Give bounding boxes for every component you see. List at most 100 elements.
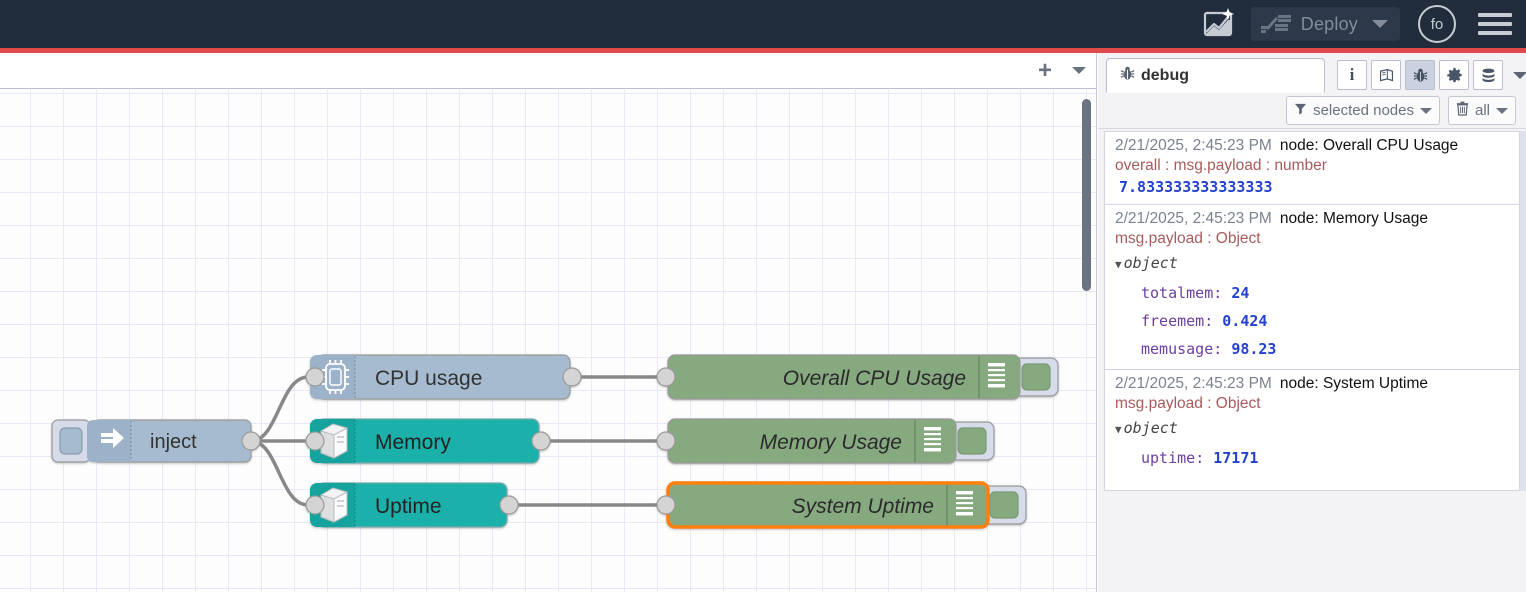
- node-uptime[interactable]: Uptime: [306, 483, 518, 527]
- deploy-icon: [1261, 13, 1295, 35]
- debug-entry-key: uptime: [1141, 449, 1195, 467]
- debug-value: 7.833333333333333: [1115, 176, 1519, 198]
- debug-source-node[interactable]: node: Overall CPU Usage: [1280, 137, 1458, 154]
- debug-filter-label: selected nodes: [1313, 102, 1414, 119]
- debug-topic: msg.payload : Object: [1115, 394, 1519, 414]
- node-label-uptime: Uptime: [375, 495, 442, 518]
- gear-icon[interactable]: [1439, 60, 1469, 90]
- avatar-initials: fo: [1431, 16, 1444, 33]
- debug-object-entry: freemem: 0.424: [1115, 307, 1519, 335]
- debug-timestamp: 2/21/2025, 2:45:23 PM: [1115, 210, 1272, 227]
- plus-icon[interactable]: +: [1032, 59, 1058, 83]
- debug-topic: msg.payload : Object: [1115, 229, 1519, 249]
- server-cube-icon: [321, 488, 347, 522]
- node-label-debug-mem: Memory Usage: [760, 431, 902, 454]
- deploy-label: Deploy: [1301, 14, 1358, 35]
- debug-entry-key: freemem: [1141, 312, 1204, 330]
- triangle-down-icon[interactable]: ▼: [1115, 258, 1122, 271]
- uptime-input-port[interactable]: [306, 496, 324, 514]
- memory-output-port[interactable]: [532, 432, 550, 450]
- debug-object-entry: totalmem: 24: [1115, 279, 1519, 307]
- debug-source-node[interactable]: node: Memory Usage: [1280, 210, 1428, 227]
- debug-input-port-up[interactable]: [657, 496, 675, 514]
- deploy-button[interactable]: Deploy: [1251, 7, 1400, 41]
- debug-message-list[interactable]: 2/21/2025, 2:45:23 PM node: Overall CPU U…: [1104, 131, 1520, 491]
- chevron-down-icon[interactable]: [1513, 72, 1526, 79]
- debug-toggle-indicator-mem: [958, 428, 986, 454]
- debug-entry-value: 24: [1231, 284, 1249, 302]
- flow-tab-bar: +: [0, 53, 1096, 89]
- debug-scrollbar[interactable]: [1520, 131, 1526, 491]
- hamburger-menu-icon[interactable]: [1478, 11, 1512, 37]
- debug-object-root[interactable]: ▼object: [1115, 414, 1519, 444]
- bug-icon[interactable]: [1405, 60, 1435, 90]
- debug-filter-button[interactable]: selected nodes: [1286, 96, 1440, 125]
- debug-toggle-indicator-up: [990, 492, 1018, 518]
- wire-inject-cpu: [251, 377, 308, 441]
- debug-input-port-cpu[interactable]: [657, 368, 675, 386]
- uptime-output-port[interactable]: [500, 496, 518, 514]
- debug-toolbar: selected nodes all: [1098, 93, 1526, 129]
- node-debug-memory-usage[interactable]: Memory Usage: [657, 419, 994, 463]
- debug-object-label: object: [1124, 254, 1178, 272]
- filter-funnel-icon: [1294, 102, 1307, 119]
- debug-toggle-indicator-cpu: [1022, 364, 1050, 390]
- inject-output-port[interactable]: [242, 432, 260, 450]
- cpu-input-port[interactable]: [306, 368, 324, 386]
- triangle-down-icon[interactable]: ▼: [1115, 423, 1122, 436]
- server-cube-icon: [321, 424, 347, 458]
- debug-entry-key: memusage: [1141, 340, 1213, 358]
- flow-canvas-panel: +: [0, 53, 1097, 592]
- debug-message-header: 2/21/2025, 2:45:23 PM node: Overall CPU U…: [1115, 136, 1519, 156]
- node-label-inject: inject: [150, 431, 197, 453]
- debug-object-root[interactable]: ▼object: [1115, 249, 1519, 279]
- sidebar-icon-buttons: i: [1337, 60, 1526, 93]
- memory-input-port[interactable]: [306, 432, 324, 450]
- inject-trigger-button-inner: [60, 428, 82, 454]
- node-inject[interactable]: inject: [52, 420, 260, 462]
- debug-message[interactable]: 2/21/2025, 2:45:23 PM node: System Uptime…: [1105, 370, 1519, 478]
- trash-icon: [1456, 101, 1469, 120]
- debug-entry-key: totalmem: [1141, 284, 1213, 302]
- debug-entry-value: 98.23: [1231, 340, 1276, 358]
- flow-sparkle-icon[interactable]: [1197, 4, 1239, 44]
- debug-message-header: 2/21/2025, 2:45:23 PM node: System Uptime: [1115, 374, 1519, 394]
- node-memory[interactable]: Memory: [306, 419, 550, 463]
- info-i-icon[interactable]: i: [1337, 60, 1367, 90]
- debug-object-label: object: [1124, 419, 1178, 437]
- wire-inject-uptime: [251, 441, 308, 505]
- cpu-output-port[interactable]: [563, 368, 581, 386]
- debug-entry-value: 17171: [1213, 449, 1258, 467]
- bug-icon: [1119, 65, 1136, 87]
- avatar[interactable]: fo: [1418, 5, 1456, 43]
- node-label-debug-up: System Uptime: [792, 495, 934, 518]
- debug-message-header: 2/21/2025, 2:45:23 PM node: Memory Usage: [1115, 209, 1519, 229]
- database-icon[interactable]: [1473, 60, 1503, 90]
- node-debug-overall-cpu-usage[interactable]: Overall CPU Usage: [657, 355, 1058, 399]
- chevron-down-icon[interactable]: [1072, 67, 1086, 74]
- debug-message[interactable]: 2/21/2025, 2:45:23 PM node: Overall CPU U…: [1105, 132, 1519, 205]
- debug-timestamp: 2/21/2025, 2:45:23 PM: [1115, 137, 1272, 154]
- debug-entry-value: 0.424: [1222, 312, 1267, 330]
- chevron-down-icon[interactable]: [1372, 20, 1388, 28]
- right-sidebar: debug i: [1098, 53, 1526, 592]
- canvas-vertical-scrollbar[interactable]: [1082, 99, 1091, 291]
- chevron-down-icon[interactable]: [1496, 108, 1508, 114]
- debug-clear-button[interactable]: all: [1448, 96, 1516, 125]
- node-cpu-usage[interactable]: CPU usage: [306, 355, 581, 399]
- debug-object-entry: uptime: 17171: [1115, 444, 1519, 472]
- debug-input-port-mem[interactable]: [657, 432, 675, 450]
- node-label-debug-cpu: Overall CPU Usage: [783, 367, 966, 390]
- debug-message[interactable]: 2/21/2025, 2:45:23 PMnode: Memory Usage …: [1105, 205, 1519, 370]
- tab-debug[interactable]: debug: [1106, 58, 1325, 93]
- node-debug-system-uptime[interactable]: System Uptime: [657, 483, 1026, 527]
- sidebar-tab-row: debug i: [1098, 55, 1526, 93]
- debug-topic: overall : msg.payload : number: [1115, 156, 1519, 176]
- book-icon[interactable]: [1371, 60, 1401, 90]
- debug-timestamp: 2/21/2025, 2:45:23 PM: [1115, 375, 1272, 392]
- debug-clear-label: all: [1475, 102, 1490, 119]
- debug-source-node[interactable]: node: System Uptime: [1280, 375, 1428, 392]
- debug-object-entry: memusage: 98.23: [1115, 335, 1519, 363]
- flow-canvas[interactable]: inject: [0, 90, 1096, 592]
- chevron-down-icon[interactable]: [1420, 108, 1432, 114]
